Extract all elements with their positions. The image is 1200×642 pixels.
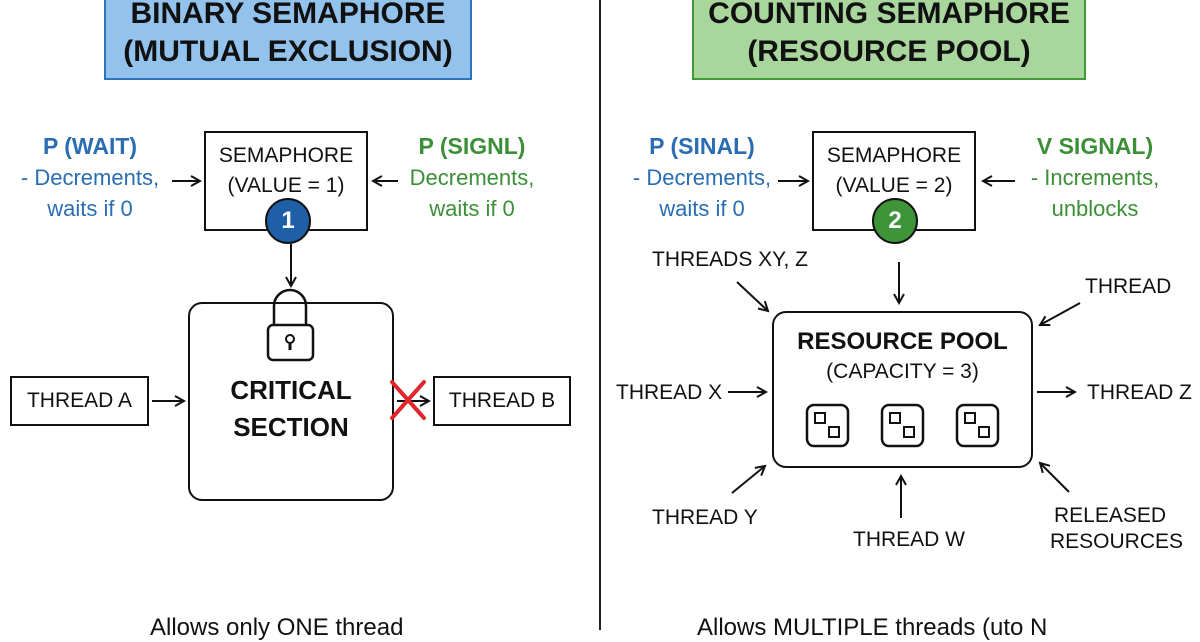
binary-title-line2: (MUTUAL EXCLUSION) bbox=[123, 35, 453, 68]
resource-pool-title: RESOURCE POOL bbox=[797, 328, 1008, 355]
wait-op-desc-1: - Decrements, bbox=[20, 165, 160, 190]
counting-signal-op-title: V SIGNAL) bbox=[1036, 133, 1154, 159]
released-resources-label: RELEASED RESOURCES bbox=[1050, 503, 1184, 555]
critical-section-line2: SECTION bbox=[233, 412, 349, 442]
critical-section-line1: CRITICAL bbox=[230, 375, 352, 405]
counting-title-line2: (RESOURCE POOL) bbox=[747, 35, 1031, 68]
binary-semaphore-title: BINARY SEMAPHORE (MUTUAL EXCLUSION) bbox=[104, 0, 472, 80]
binary-semaphore-value: (VALUE = 1) bbox=[227, 174, 345, 197]
wait-op-desc-2: waits if 0 bbox=[47, 196, 133, 221]
counting-semaphore-box: SEMAPHORE (VALUE = 2) bbox=[812, 131, 976, 231]
released-resources-arrow bbox=[1040, 463, 1070, 493]
resource-pool-box: RESOURCE POOL (CAPACITY = 3) bbox=[772, 311, 1033, 468]
counting-wait-op-title: P (SINAL) bbox=[649, 133, 755, 159]
counting-footer-text: Allows MULTIPLE threads (uto N bbox=[697, 614, 1048, 641]
thread-w-label: THREAD W bbox=[853, 528, 965, 551]
signal-op-title: P (SIGNL) bbox=[418, 133, 526, 159]
binary-semaphore-label: SEMAPHORE bbox=[218, 144, 354, 167]
counting-signal-op-desc-2: unblocks bbox=[1051, 196, 1139, 221]
counting-wait-op-desc-2: waits if 0 bbox=[659, 196, 745, 221]
counting-semaphore-label: SEMAPHORE bbox=[826, 144, 962, 167]
thread-y-label: THREAD Y bbox=[652, 506, 758, 529]
binary-signal-operation: P (SIGNL) Decrements, waits if 0 bbox=[392, 131, 552, 224]
binary-value-badge: 1 bbox=[265, 198, 311, 244]
thread-y-arrow bbox=[731, 466, 765, 494]
thread-top-right-arrow bbox=[1040, 302, 1081, 325]
threads-xyz-label: THREADS XY, Z bbox=[652, 248, 808, 271]
thread-a-label: THREAD A bbox=[26, 389, 133, 412]
counting-value-badge: 2 bbox=[872, 198, 918, 244]
thread-b-label: THREAD B bbox=[448, 389, 556, 412]
threads-xyz-arrow bbox=[736, 281, 768, 311]
counting-wait-operation: P (SINAL) - Decrements, waits if 0 bbox=[614, 131, 790, 224]
counting-semaphore-value: (VALUE = 2) bbox=[835, 174, 953, 197]
thread-z-label: THREAD Z bbox=[1087, 381, 1192, 404]
thread-x-label: THREAD X bbox=[616, 381, 723, 404]
binary-wait-operation: P (WAIT) - Decrements, waits if 0 bbox=[0, 131, 180, 224]
wait-op-title: P (WAIT) bbox=[42, 133, 138, 159]
blocked-x-icon bbox=[390, 380, 426, 420]
panel-divider bbox=[599, 0, 601, 630]
thread-top-right-label: THREAD bbox=[1085, 275, 1172, 298]
thread-a-box: THREAD A bbox=[10, 376, 149, 426]
signal-op-desc-1: Decrements, bbox=[409, 165, 535, 190]
counting-title-line1: COUNTING SEMAPHORE bbox=[708, 0, 1070, 30]
counting-wait-op-desc-1: - Decrements, bbox=[632, 165, 772, 190]
signal-op-desc-2: waits if 0 bbox=[429, 196, 515, 221]
resource-pool-capacity: (CAPACITY = 3) bbox=[826, 360, 979, 383]
counting-semaphore-title: COUNTING SEMAPHORE (RESOURCE POOL) bbox=[692, 0, 1086, 80]
released-resources-line2: RESOURCES bbox=[1050, 530, 1184, 553]
critical-section-box: CRITICAL SECTION bbox=[188, 302, 394, 501]
binary-footer-text: Allows only ONE thread bbox=[150, 614, 404, 641]
released-resources-line1: RELEASED bbox=[1053, 504, 1167, 527]
thread-b-box: THREAD B bbox=[433, 376, 571, 426]
counting-signal-op-desc-1: - Increments, bbox=[1030, 165, 1160, 190]
binary-title-line1: BINARY SEMAPHORE bbox=[130, 0, 446, 30]
counting-signal-operation: V SIGNAL) - Increments, unblocks bbox=[1010, 131, 1180, 224]
